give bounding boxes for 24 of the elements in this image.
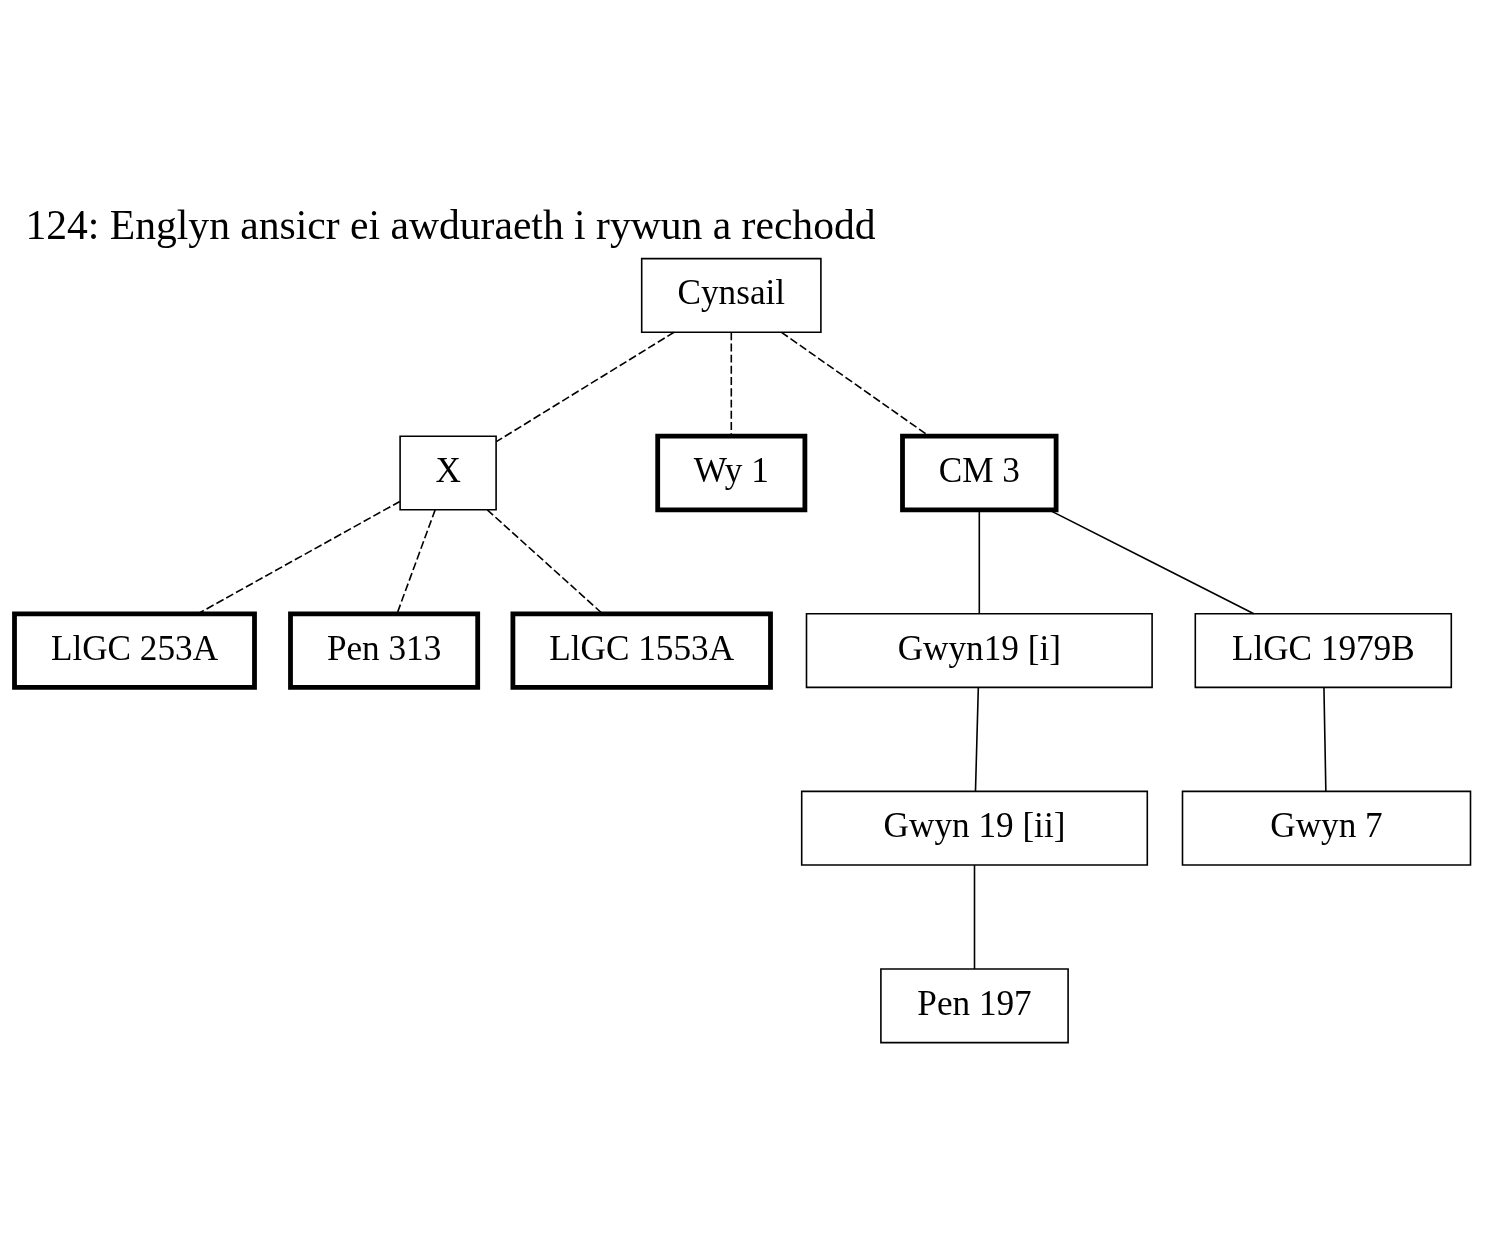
connector [486,509,604,615]
connector [978,509,981,615]
diagram-title: 124: Englyn ansicr ei awduraeth i rywun a rechodd [25,202,876,249]
connector [1048,509,1255,615]
node-box: Pen 197 [880,968,1069,1044]
node-box: X [399,435,497,511]
connector [780,331,930,437]
node-box: Wy 1 [655,433,808,513]
node-box: LlGC 1979B [1194,613,1453,689]
connector [973,864,976,970]
connector [974,686,980,793]
connector [730,331,733,437]
connector [495,331,675,443]
node-box: Gwyn 7 [1181,790,1472,866]
node-box: LlGC 1553A [510,611,773,690]
node-box: Cynsail [640,257,822,333]
connector [396,509,436,615]
node-box: LlGC 253A [12,611,257,690]
connector [1323,686,1327,793]
node-box: CM 3 [900,433,1059,513]
node-box: Pen 313 [288,611,481,690]
connector [197,500,401,615]
node-box: Gwyn 19 [ii] [800,790,1149,866]
node-box: Gwyn19 [i] [805,613,1153,689]
